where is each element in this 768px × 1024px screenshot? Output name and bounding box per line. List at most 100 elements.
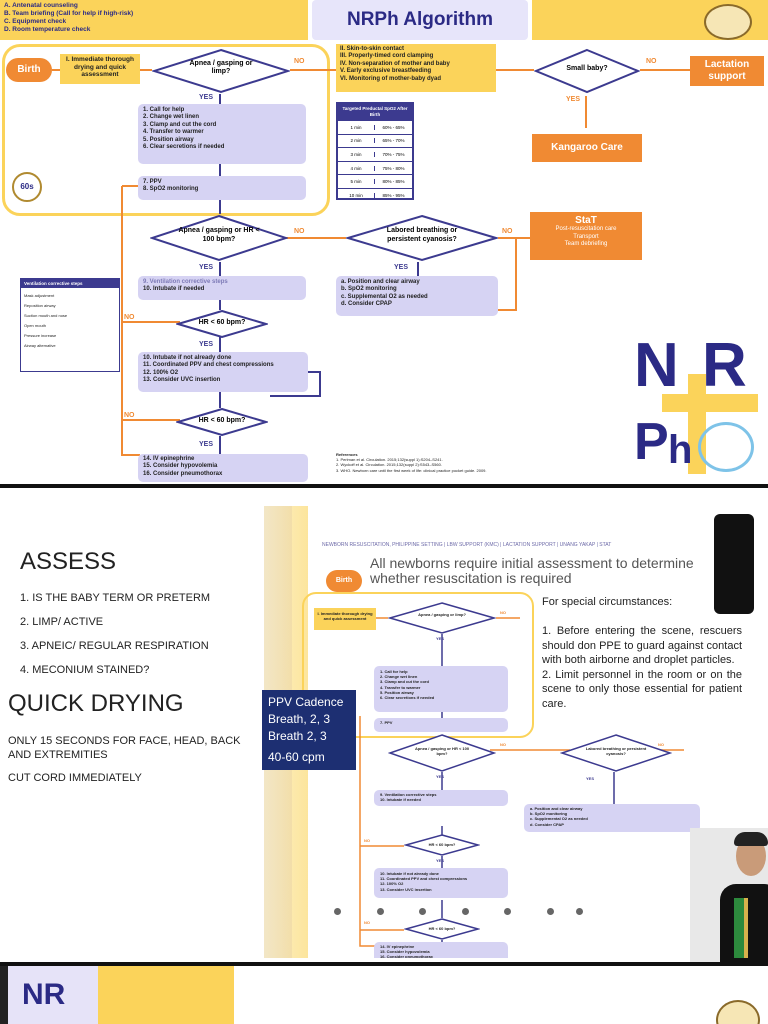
stat-line: Transport [573, 233, 599, 240]
mini-flow-lines [359, 617, 684, 950]
ppv-cadence-box: PPV Cadence Breath, 2, 3 Breath 2, 3 40-… [262, 690, 356, 770]
diamond-shape [533, 48, 641, 94]
no-label: NO [646, 58, 657, 65]
no-label: NO [658, 742, 664, 747]
no-label: NO [500, 742, 506, 747]
list-item: 7. PPV [143, 179, 162, 185]
mini-initial-steps: 1. Call for help 2. Change wet linen 3. … [374, 666, 508, 712]
spo2-time: 3 min [338, 151, 375, 157]
list-item: 1. Call for help [143, 107, 185, 113]
slide-1: A. Antenatal counseling B. Team briefing… [0, 0, 768, 484]
nav-dot[interactable] [334, 908, 341, 915]
slide-3: NR [0, 966, 768, 1024]
title-box: NRPh Algorithm [312, 0, 528, 40]
immediate-drying-box: I. Immediate thorough drying and quick a… [60, 54, 140, 84]
labored-breathing-decision: Labored breathing or persistent cyanosis… [344, 214, 500, 262]
list-item: 12. 100% O2 [143, 369, 179, 376]
spo2-time: 2 min [338, 138, 375, 144]
spo2-target: 65% - 70% [382, 138, 405, 144]
reference-item: 1. Perlman et al. Circulation. 2015;132(… [336, 457, 443, 463]
list-item: a. Position and clear airway [530, 806, 583, 811]
decision-text: Small baby? [566, 65, 608, 72]
list-item: 9. Ventilation corrective steps [380, 792, 437, 797]
assess-list: 1. IS THE BABY TERM OR PRETERM 2. LIMP/ … [20, 586, 210, 682]
no-label: NO [364, 920, 370, 925]
spo2-target: 60% - 65% [382, 124, 405, 130]
list-item: 16. Consider pneumothorax [143, 470, 223, 477]
list-item: Pressure increase [24, 333, 57, 338]
slide-3-seal-icon [716, 1000, 760, 1024]
checklist-item: C. Equipment check [4, 18, 67, 25]
list-item: 4. Transfer to warmer [143, 129, 204, 136]
mini-hr-60-decision-2: HR < 60 bpm? [403, 918, 481, 940]
timer-icon: 60s [12, 172, 42, 202]
nav-dot[interactable] [461, 908, 469, 915]
mini-apnea-hr-decision: Apnea / gasping or HR < 100 bpm? [387, 734, 497, 772]
list-item: 3. Clamp and cut the cord [143, 121, 217, 128]
spo2-target: 85% - 95% [382, 192, 405, 198]
cut-cord-text: CUT CORD IMMEDIATELY [8, 772, 142, 784]
list-item: 10. Intubate if not already done [143, 355, 232, 361]
list-item: 8. SpO2 monitoring [143, 186, 199, 193]
hr-60-decision-1: HR < 60 bpm? [174, 309, 270, 339]
lactation-support-box: Lactation support [690, 56, 764, 86]
yes-label: YES [436, 636, 445, 641]
list-item: V. Early exclusive breastfeeding [340, 68, 432, 75]
diamond-shape [403, 834, 481, 856]
yes-label: YES [586, 776, 595, 781]
nav-dot[interactable] [504, 908, 512, 915]
list-item: 16. Consider pneumothorax [380, 954, 433, 958]
header-band-left [0, 0, 308, 40]
assess-item: 3. APNEIC/ REGULAR RESPIRATION [20, 640, 209, 652]
list-item: 11. Coordinated PPV and chest compressio… [380, 876, 468, 882]
mini-ventilation-box: 9. Ventilation corrective steps 10. Intu… [374, 790, 508, 806]
stat-line: Post-resuscitation care [555, 226, 617, 232]
nav-dot[interactable] [546, 908, 554, 915]
nrph-logo: N R P h [632, 330, 762, 480]
list-item: 5. Position airway [380, 689, 414, 695]
references-title: References [336, 452, 358, 457]
no-label: NO [502, 228, 513, 235]
decision-text: Apnea / gasping or HR < 100 bpm? [178, 227, 260, 243]
list-item: 6. Clear secretions if needed [143, 144, 225, 151]
mini-ppv-box: 7. PPV [374, 718, 508, 732]
list-item: 13. Consider UVC insertion [380, 886, 432, 892]
nav-dot[interactable] [419, 908, 427, 915]
cadence-line: Breath 2, 3 [268, 729, 327, 743]
diamond-shape [344, 214, 500, 262]
nav-dot[interactable] [376, 908, 384, 915]
list-item: 14. IV epinephrine [143, 456, 195, 462]
list-item: 1. Call for help [380, 669, 408, 674]
list-item: b. SpO2 monitoring [530, 811, 568, 817]
embedded-frame [302, 592, 534, 738]
stat-line: Team debriefing [564, 241, 608, 247]
checklist-item: B. Team briefing (Call for help if high-… [4, 10, 134, 17]
video-thumbnail-top[interactable] [714, 514, 754, 614]
slide-3-logo: NR [22, 978, 66, 1011]
nav-dot[interactable] [576, 908, 583, 915]
mini-hr-60-decision-1: HR < 60 bpm? [403, 834, 481, 856]
logo-letter: N [634, 331, 679, 400]
yes-label: YES [566, 96, 581, 103]
ventilation-box: 9. Ventilation corrective steps 10. Intu… [138, 276, 306, 300]
list-item: 14. IV epinephrine [380, 944, 415, 949]
diamond-shape [148, 214, 290, 262]
video-thumbnail-presenter[interactable] [690, 828, 768, 962]
yes-label: YES [394, 264, 409, 271]
spo2-row: 2 min 65% - 70% [338, 133, 412, 148]
yes-label: YES [199, 441, 214, 448]
logo-cross-horizontal [662, 394, 758, 412]
list-item: 11. Coordinated PPV and chest compressio… [143, 362, 274, 369]
list-item: 10. Intubate if not already done [380, 871, 439, 876]
list-item: b. SpO2 monitoring [341, 286, 397, 293]
stat-title: StaT [575, 215, 597, 226]
reference-item: 2. Wyckoff et al. Circulation. 2015;132(… [336, 462, 442, 468]
assess-title: ASSESS [20, 548, 117, 575]
checklist: A. Antenatal counseling B. Team briefing… [4, 2, 133, 34]
slide-3-left-band [0, 966, 8, 1024]
list-item: 4. Transfer to warmer [380, 684, 421, 690]
list-item: II. Skin-to-skin contact [340, 46, 405, 52]
